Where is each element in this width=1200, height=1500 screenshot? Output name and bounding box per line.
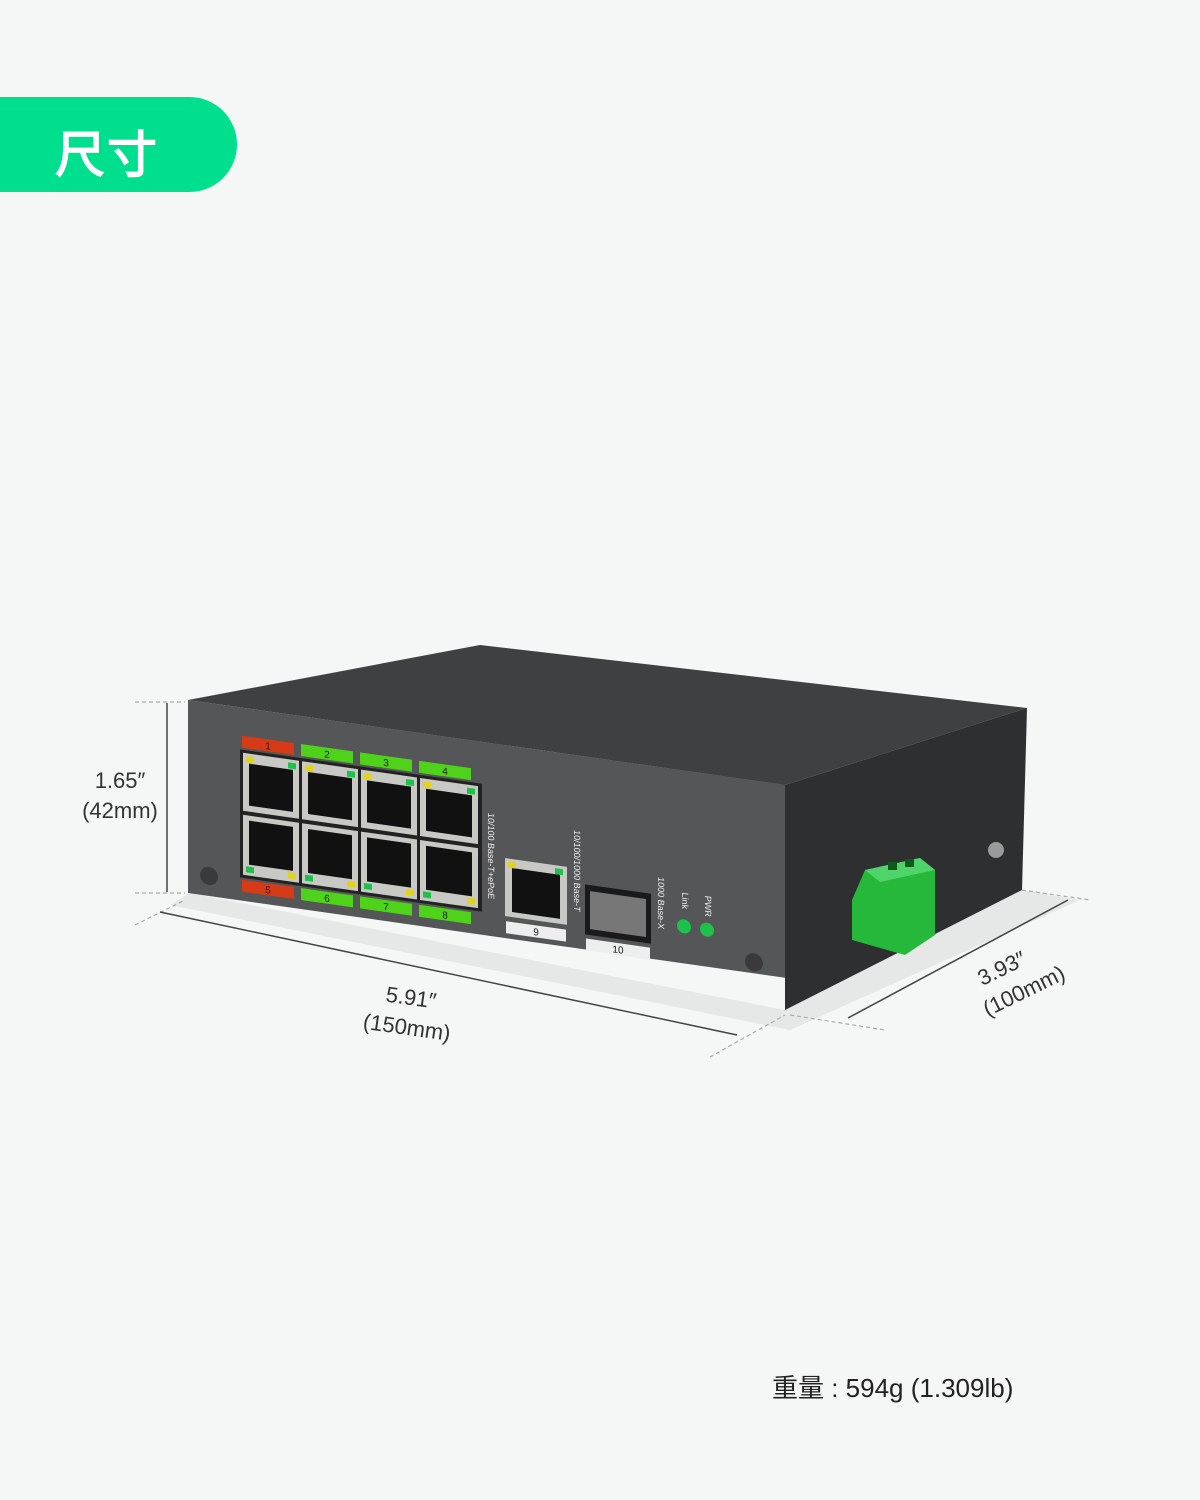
dimension-guides <box>134 701 1091 1058</box>
poe-ports-label: 10/100 Base-T+ePoE <box>486 812 496 900</box>
port-number: 1 <box>265 741 271 753</box>
section-title: 尺寸 <box>55 127 159 183</box>
screw-icon <box>200 866 218 886</box>
screw-icon <box>745 953 763 972</box>
port-label-7 <box>360 896 412 916</box>
port-number: 5 <box>265 885 271 897</box>
dimension-lines <box>159 703 1069 1036</box>
port-number: 6 <box>324 893 330 905</box>
sfp-port-label: 1000 Base-X <box>656 876 666 929</box>
ground-screw-icon <box>988 842 1004 858</box>
device-shadow <box>170 890 1080 1030</box>
height-mm: (42mm) <box>82 798 158 823</box>
port-number: 10 <box>612 944 624 957</box>
link-led-icon <box>677 919 691 934</box>
port-number: 7 <box>383 902 389 914</box>
sfp-port-10: 10 <box>585 884 651 960</box>
device-front: 1 2 3 4 <box>188 700 785 978</box>
port-label-4 <box>419 760 471 781</box>
pwr-led-icon <box>700 922 714 937</box>
power-terminal-block <box>852 858 935 955</box>
weight-spec: 重量 : 594g (1.309lb) <box>772 1373 1014 1403</box>
gigabit-port-9: 9 <box>505 858 567 942</box>
rj45-port-grid <box>243 752 478 909</box>
width-inch: 5.91″ <box>384 982 438 1014</box>
port-label-8 <box>419 904 471 925</box>
port-label-5 <box>242 879 294 900</box>
port-label-3 <box>360 752 412 772</box>
section-badge: 尺寸 <box>0 97 237 192</box>
gigabit-port-label: 10/100/1000 Base-T <box>572 830 582 913</box>
width-mm: (150mm) <box>362 1009 453 1046</box>
height-inch: 1.65″ <box>95 768 146 793</box>
led-pwr-label: PWR <box>703 895 713 918</box>
port-number: 9 <box>533 927 539 939</box>
port-number: 8 <box>442 910 448 922</box>
port-number: 3 <box>383 758 389 770</box>
device-top <box>188 645 1027 785</box>
port-number: 4 <box>442 766 448 778</box>
led-link-label: Link <box>680 892 690 910</box>
port-label-1 <box>242 735 294 756</box>
port-number: 2 <box>324 749 330 761</box>
port-label-2 <box>301 744 353 764</box>
port-label-6 <box>301 888 353 908</box>
